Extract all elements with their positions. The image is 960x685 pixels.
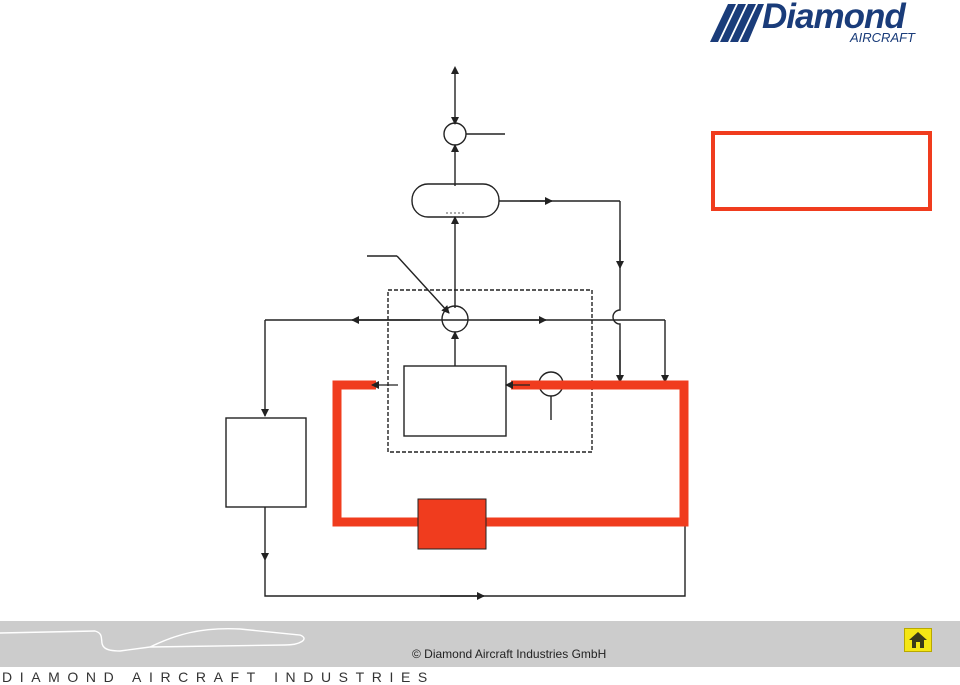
top-valve [443, 122, 467, 146]
logo-wordmark: Diamond [762, 0, 906, 36]
dashed-enclosure [387, 289, 593, 453]
diamond-aircraft-logo: Diamond AIRCRAFT [706, 0, 936, 48]
diamond-stripes-icon [710, 4, 764, 42]
left-box [225, 417, 307, 508]
company-name: DIAMOND AIRCRAFT INDUSTRIES [2, 669, 435, 685]
footer-band [0, 667, 960, 685]
home-button[interactable] [904, 628, 932, 652]
highlighted-component [417, 498, 487, 550]
aircraft-silhouette-icon [0, 627, 305, 652]
copyright-text: © Diamond Aircraft Industries GmbH [412, 647, 607, 661]
highlighted-loop-right [486, 380, 689, 527]
return-down-line [612, 201, 621, 382]
logo-subtitle: AIRCRAFT [850, 30, 915, 45]
footer [0, 621, 960, 685]
legend-box [711, 131, 932, 211]
highlighted-loop [332, 380, 420, 527]
central-valve [441, 305, 469, 333]
leader-line-diagonal [396, 255, 450, 314]
home-icon [909, 632, 927, 648]
pump-box [403, 365, 507, 437]
reservoir [411, 183, 500, 218]
